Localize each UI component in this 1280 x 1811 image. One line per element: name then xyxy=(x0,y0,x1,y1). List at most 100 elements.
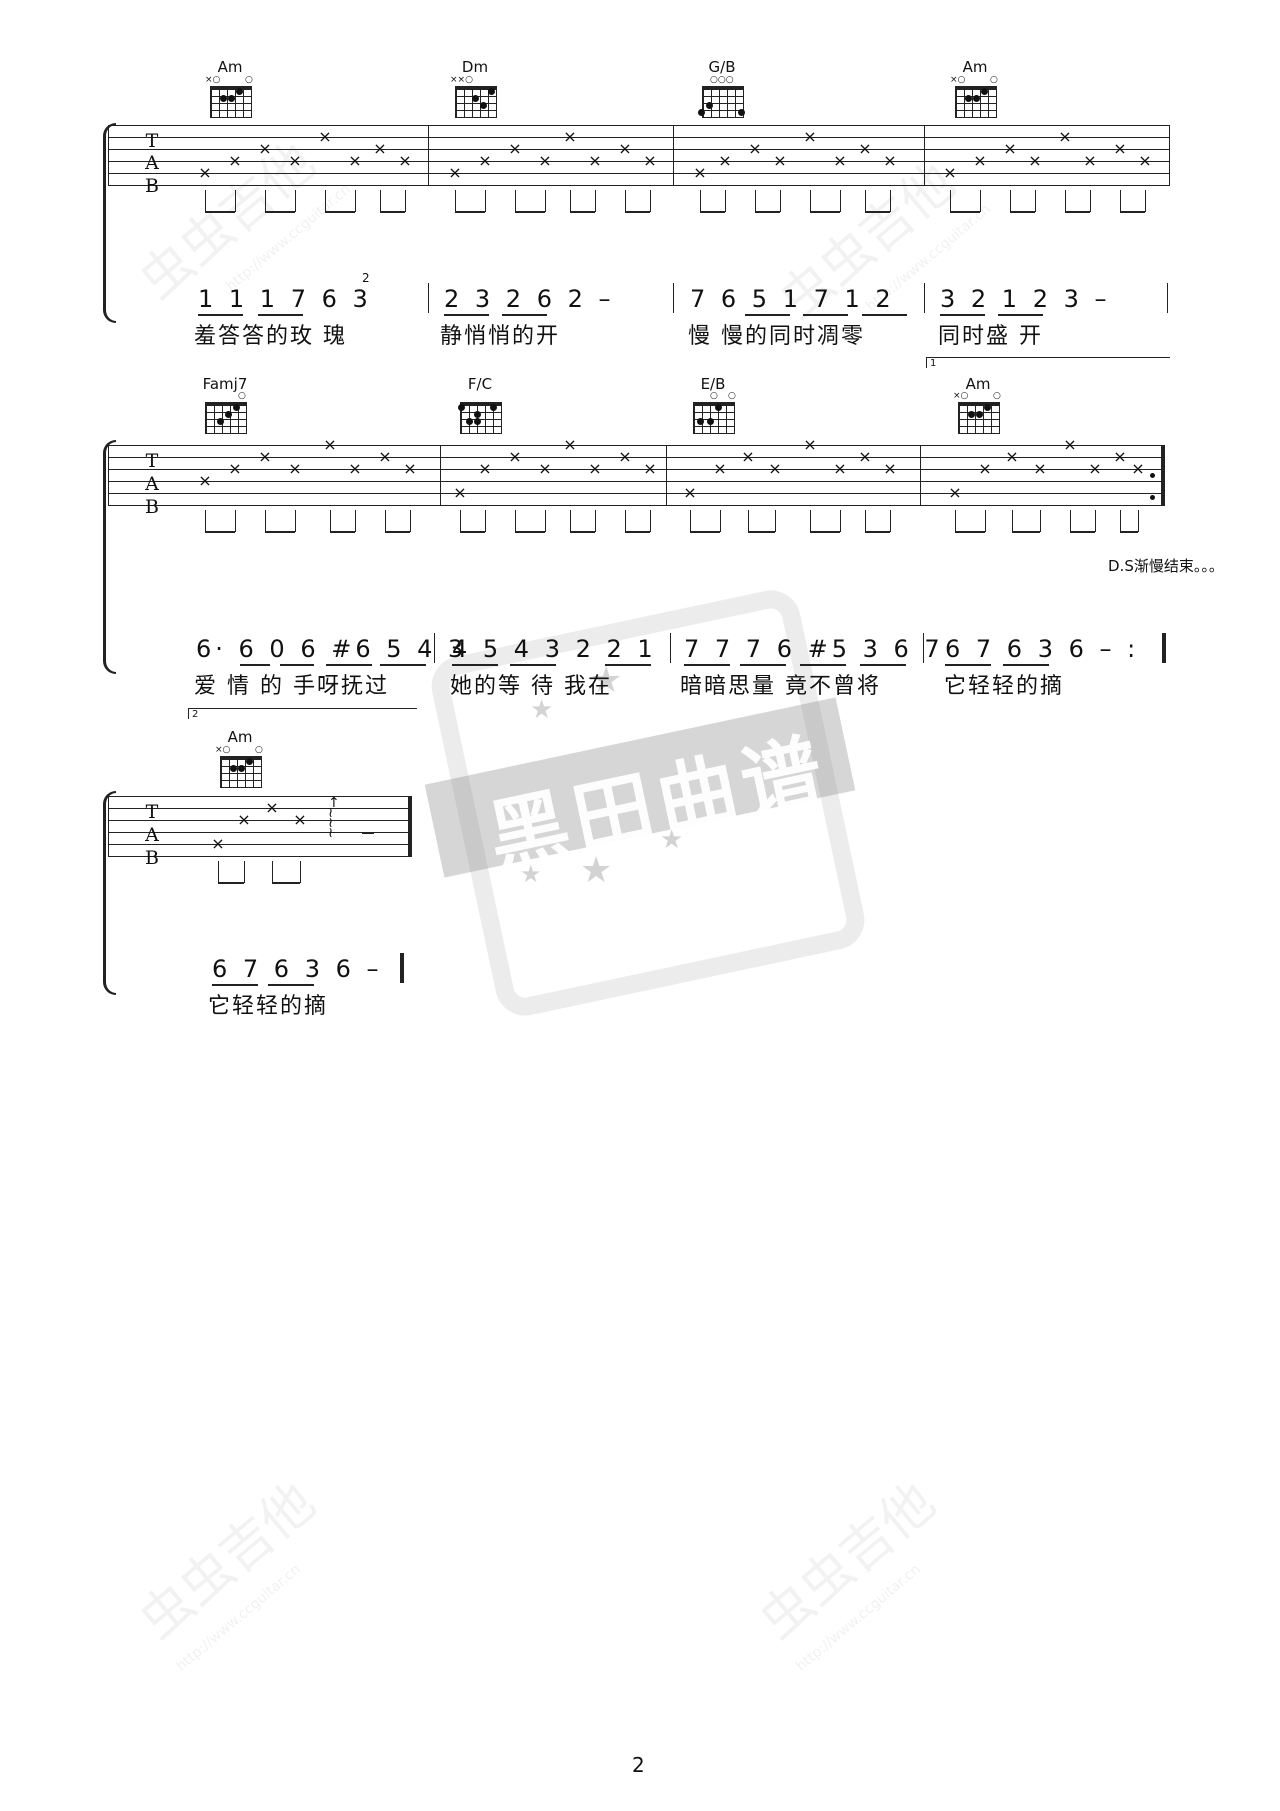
underline xyxy=(444,314,489,316)
note-stem xyxy=(235,190,236,212)
note-stem xyxy=(485,510,486,532)
string-open-mark: ○ xyxy=(993,391,1001,401)
finger-dot xyxy=(472,95,479,102)
finger-dot xyxy=(706,102,713,109)
underline xyxy=(240,664,270,666)
muted-note: × xyxy=(538,151,552,170)
barline xyxy=(920,445,921,505)
note-stem xyxy=(625,510,626,532)
note-stem xyxy=(595,190,596,212)
final-barline xyxy=(408,796,412,856)
note-beam xyxy=(625,531,650,533)
note-beam xyxy=(1012,531,1040,533)
note-beam xyxy=(325,211,355,213)
muted-note: × xyxy=(883,459,897,478)
chord-diagram xyxy=(205,402,247,434)
lyric-line: 它轻轻的摘 xyxy=(208,994,329,1019)
barline xyxy=(666,445,667,505)
finger-dot xyxy=(225,411,232,418)
note-beam xyxy=(1010,211,1035,213)
muted-note: × xyxy=(1113,139,1127,158)
tab-letter: T xyxy=(145,130,159,152)
note-stem xyxy=(545,510,546,532)
barline xyxy=(924,125,925,185)
muted-note: × xyxy=(693,163,707,182)
underline xyxy=(605,664,651,666)
muted-note: × xyxy=(448,163,462,182)
note-stem xyxy=(455,190,456,212)
system-brace xyxy=(103,791,116,995)
muted-note: × xyxy=(373,139,387,158)
staff-line xyxy=(108,457,1165,458)
grace-note: 2 xyxy=(362,271,370,285)
note-stem xyxy=(265,510,266,532)
muted-note: × xyxy=(237,810,251,829)
note-stem xyxy=(205,510,206,532)
muted-note: × xyxy=(1138,151,1152,170)
note-beam xyxy=(218,882,244,884)
muted-note: × xyxy=(228,151,242,170)
note-stem xyxy=(955,510,956,532)
note-stem xyxy=(650,510,651,532)
muted-note: × xyxy=(1131,459,1145,478)
underline xyxy=(212,984,258,986)
note-beam xyxy=(460,531,485,533)
note-stem xyxy=(890,510,891,532)
finger-dot xyxy=(697,418,704,425)
muted-note: × xyxy=(508,447,522,466)
underline xyxy=(258,314,303,316)
barline xyxy=(673,125,674,185)
muted-note: × xyxy=(1003,139,1017,158)
staff-line xyxy=(108,808,412,809)
muted-note: × xyxy=(198,163,212,182)
underline xyxy=(510,664,556,666)
note-beam xyxy=(205,211,235,213)
note-stem xyxy=(625,190,626,212)
note-beam xyxy=(272,882,300,884)
note-beam xyxy=(205,531,235,533)
muted-note: × xyxy=(318,127,332,146)
finger-dot xyxy=(246,758,253,765)
string-open-mark: ○ xyxy=(255,745,263,755)
barline xyxy=(108,445,109,505)
note-stem xyxy=(755,190,756,212)
staff-line xyxy=(108,185,1170,186)
muted-note: × xyxy=(943,163,957,182)
muted-note: × xyxy=(803,127,817,146)
note-beam xyxy=(265,211,295,213)
note-stem xyxy=(410,510,411,532)
staff-line xyxy=(108,149,1170,150)
muted-note: × xyxy=(198,471,212,490)
underline xyxy=(800,664,846,666)
underline xyxy=(198,314,243,316)
finger-dot xyxy=(490,404,497,411)
muted-note: × xyxy=(288,151,302,170)
page-number: 2 xyxy=(632,1753,645,1777)
tab-letter: A xyxy=(145,473,159,495)
muted-note: × xyxy=(858,447,872,466)
staff-line xyxy=(108,820,412,821)
note-stem xyxy=(1012,510,1013,532)
muted-note: × xyxy=(293,810,307,829)
muted-note: × xyxy=(478,151,492,170)
note-beam xyxy=(570,531,595,533)
lyric-line: 羞答答的玫 瑰 xyxy=(194,324,347,349)
muted-note: × xyxy=(1005,447,1019,466)
finger-dot xyxy=(973,95,980,102)
string-open-mark: ○ xyxy=(710,391,718,401)
underline xyxy=(860,664,906,666)
chord-name: Am xyxy=(962,58,988,76)
muted-note: × xyxy=(1033,459,1047,478)
underline xyxy=(803,314,848,316)
note-stem xyxy=(840,510,841,532)
note-stem xyxy=(700,190,701,212)
tab-letter: B xyxy=(145,496,159,518)
staff-line xyxy=(108,469,1165,470)
string-mute-mark: ×○ xyxy=(953,391,969,401)
staff-line xyxy=(108,137,1170,138)
muted-note: × xyxy=(508,139,522,158)
note-stem xyxy=(485,190,486,212)
note-stem xyxy=(295,190,296,212)
muted-note: × xyxy=(211,834,225,853)
